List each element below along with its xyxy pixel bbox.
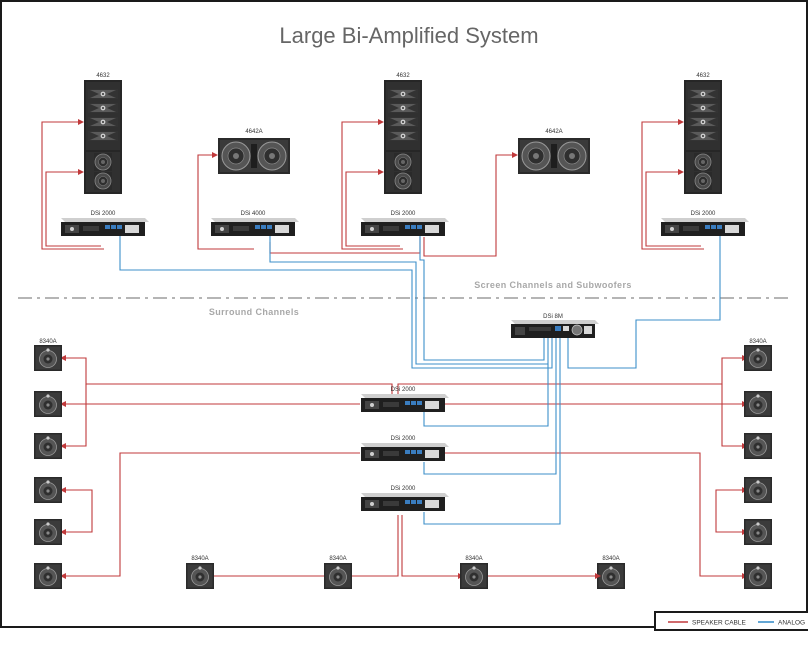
subwoofer-4642a-right (517, 137, 591, 175)
surround-rear-2 (323, 562, 353, 590)
amp-dsi2000-right (661, 218, 749, 236)
label-amp-center: DSi 2000 (391, 211, 416, 217)
surround-left-4 (33, 476, 63, 504)
surround-left-3 (33, 432, 63, 460)
section-label-surround: Surround Channels (209, 307, 299, 317)
label-sub-right: 4642A (545, 129, 562, 135)
label-rear-4: 8340A (602, 556, 619, 562)
legend-analog-label: ANALOG (778, 620, 805, 627)
label-amp-left: DSi 2000 (91, 211, 116, 217)
label-amp-dsi4000: DSi 4000 (241, 211, 266, 217)
surround-left-1 (33, 344, 63, 372)
dsp-dsi8m (510, 319, 600, 339)
label-surround-left: 8340A (39, 339, 56, 345)
surround-left-2 (33, 390, 63, 418)
surround-right-4 (743, 476, 773, 504)
section-label-screen: Screen Channels and Subwoofers (474, 280, 632, 290)
amp-dsi2000-left (61, 218, 149, 236)
surround-right-2 (743, 390, 773, 418)
amp-surround-2 (361, 443, 449, 461)
label-surround-amp-3: DSi 2000 (391, 486, 416, 492)
label-rear-2: 8340A (329, 556, 346, 562)
legend-speaker-label: SPEAKER CABLE (692, 620, 746, 627)
label-tower-center: 4632 (396, 73, 410, 79)
amp-dsi4000 (211, 218, 299, 236)
surround-right-3 (743, 432, 773, 460)
amp-surround-3 (361, 493, 449, 511)
surround-rear-4 (596, 562, 626, 590)
subwoofer-4642a-left (217, 137, 291, 175)
surround-rear-1 (185, 562, 215, 590)
label-dsi8m: DSi 8M (543, 314, 563, 320)
legend: SPEAKER CABLE ANALOG (654, 611, 808, 631)
surround-left-6 (33, 562, 63, 590)
surround-right-1 (743, 344, 773, 372)
rear-speaker-arrows-extra (595, 573, 601, 579)
diagram-title: Large Bi-Amplified System (279, 23, 538, 48)
speaker-4632-left (84, 80, 122, 194)
label-surround-right: 8340A (749, 339, 766, 345)
surround-right-6 (743, 562, 773, 590)
label-tower-left: 4632 (96, 73, 110, 79)
surround-rear-3 (459, 562, 489, 590)
surround-left-5 (33, 518, 63, 546)
label-rear-3: 8340A (465, 556, 482, 562)
speaker-4632-center (384, 80, 422, 194)
label-amp-right: DSi 2000 (691, 211, 716, 217)
amp-dsi2000-center (361, 218, 449, 236)
amp-surround-1 (361, 394, 449, 412)
label-surround-amp-1: DSi 2000 (391, 387, 416, 393)
speaker-4632-right (684, 80, 722, 194)
label-rear-1: 8340A (191, 556, 208, 562)
analog-signal-lines (119, 236, 721, 525)
surround-right-5 (743, 518, 773, 546)
label-surround-amp-2: DSi 2000 (391, 436, 416, 442)
label-tower-right: 4632 (696, 73, 710, 79)
label-sub-left: 4642A (245, 129, 262, 135)
